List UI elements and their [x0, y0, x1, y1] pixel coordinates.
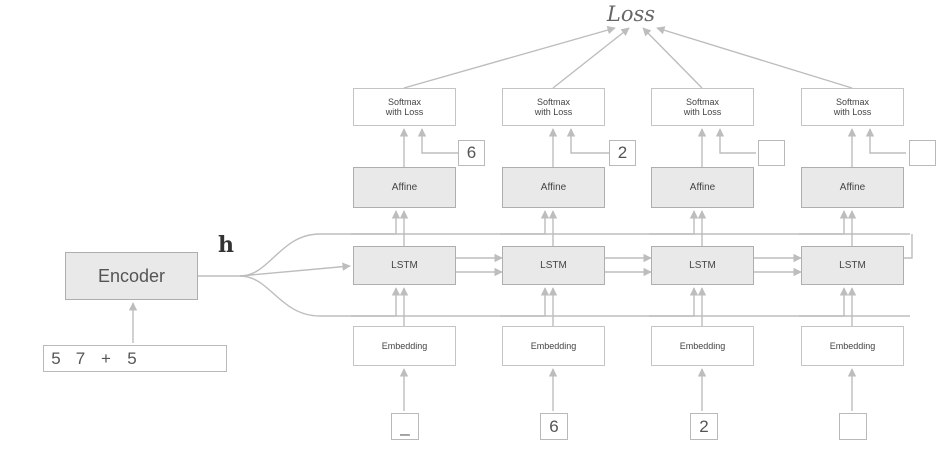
h-to-embed-branch	[239, 275, 350, 317]
target-token	[758, 140, 785, 166]
h-to-affine-branch	[239, 233, 350, 277]
softmax-with-loss-box: Softmax with Loss	[651, 88, 754, 126]
encoder-input-token: 5	[43, 345, 69, 372]
encoder-input-token	[145, 345, 173, 372]
encoder-input-token	[199, 345, 227, 372]
target-token: 6	[458, 140, 485, 166]
h-to-lstm-bottom-arrow	[649, 287, 699, 317]
embedding-box: Embedding	[651, 326, 754, 366]
softmax-to-loss-arrow	[403, 26, 616, 89]
affine-box: Affine	[502, 167, 605, 208]
encoder-input-token: +	[93, 345, 120, 372]
h-to-lstm-arrow	[239, 262, 351, 277]
softmax-with-loss-box: Softmax with Loss	[801, 88, 904, 126]
decoder-input-token: 6	[540, 413, 568, 440]
last-lstm-tail	[904, 234, 913, 259]
embedding-box: Embedding	[502, 326, 605, 366]
target-to-softmax-arrow	[417, 128, 458, 154]
lstm-box: LSTM	[651, 246, 754, 285]
target-token	[909, 140, 936, 166]
loss-label: Loss	[606, 2, 656, 26]
h-to-lstm-bottom-arrow	[500, 287, 550, 317]
embedding-box: Embedding	[801, 326, 904, 366]
softmax-to-loss-arrow	[552, 27, 630, 89]
target-to-softmax-arrow	[715, 128, 756, 154]
encoder-input-token: 5	[119, 345, 146, 372]
encoder-input-token: 7	[68, 345, 94, 372]
target-to-softmax-arrow	[566, 128, 609, 154]
affine-box: Affine	[651, 167, 754, 208]
embedding-box: Embedding	[353, 326, 456, 366]
decoder-input-token: _	[391, 413, 419, 440]
h-to-lstm-bottom-arrow	[799, 287, 849, 317]
softmax-with-loss-box: Softmax with Loss	[502, 88, 605, 126]
decoder-input-token: 2	[690, 413, 718, 440]
affine-box: Affine	[353, 167, 456, 208]
encoder-input-token	[172, 345, 200, 372]
softmax-with-loss-box: Softmax with Loss	[353, 88, 456, 126]
softmax-to-loss-arrow	[642, 27, 703, 89]
h-to-affine-arrow	[500, 210, 550, 235]
decoder-input-token	[839, 413, 867, 440]
lstm-box: LSTM	[353, 246, 456, 285]
encoder-box: Encoder	[65, 252, 198, 300]
softmax-to-loss-arrow	[656, 26, 853, 89]
affine-box: Affine	[801, 167, 904, 208]
hidden-state-label: h	[218, 232, 234, 258]
target-to-softmax-arrow	[865, 128, 906, 154]
h-to-affine-arrow	[351, 210, 401, 235]
encoder-label: Encoder	[97, 265, 166, 286]
h-to-lstm-bottom-arrow	[351, 287, 401, 317]
h-to-affine-arrow	[649, 210, 699, 235]
target-token: 2	[609, 140, 636, 166]
lstm-box: LSTM	[801, 246, 904, 285]
lstm-box: LSTM	[502, 246, 605, 285]
h-to-affine-arrow	[799, 210, 849, 235]
